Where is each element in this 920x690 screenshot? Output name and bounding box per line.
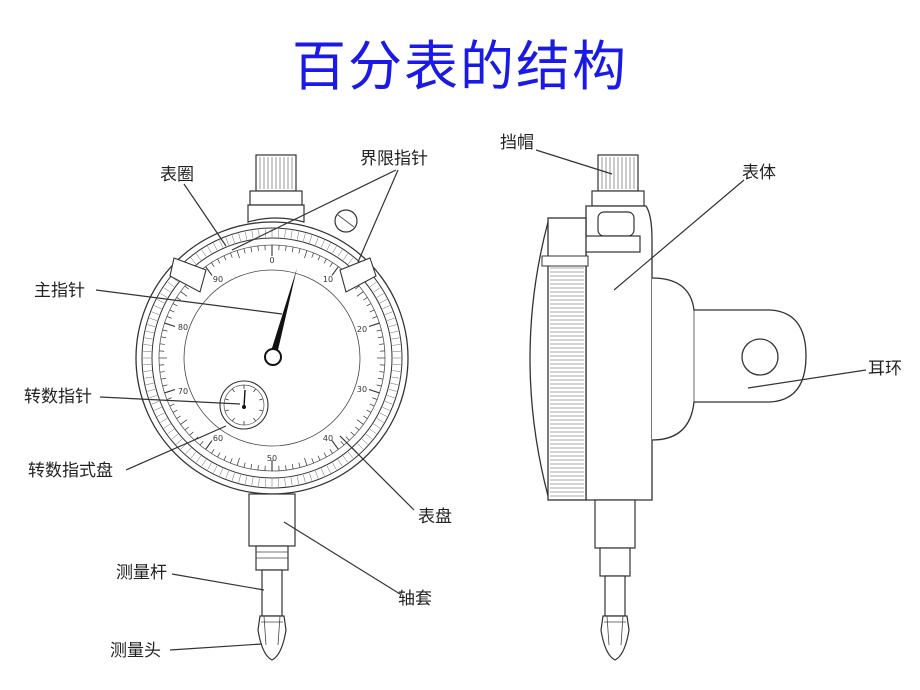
side-view — [529, 154, 807, 661]
label-body: 表体 — [742, 163, 776, 183]
label-dial: 表盘 — [418, 507, 452, 527]
label-lug: 耳环 — [868, 359, 902, 379]
label-bezel: 表圈 — [160, 165, 194, 185]
dial-number-40: 40 — [323, 434, 333, 443]
side-stem — [594, 499, 636, 661]
lug — [651, 277, 807, 441]
limit-knob — [334, 209, 358, 233]
dial-number-50: 50 — [267, 454, 277, 463]
front-view: 0 10 20 30 40 50 60 70 80 90 — [135, 154, 409, 661]
dial-ticks — [159, 245, 385, 471]
dial-number-70: 70 — [178, 387, 188, 396]
side-glass — [529, 221, 549, 497]
dial-number-80: 80 — [178, 323, 188, 332]
limit-pointers — [169, 257, 377, 293]
front-cap — [247, 154, 305, 223]
label-main-pointer: 主指针 — [34, 281, 85, 301]
label-rev-pointer: 转数指针 — [24, 387, 92, 407]
label-limit-pointer: 界限指针 — [360, 149, 428, 169]
page-title: 百分表的结构 — [292, 35, 628, 98]
labels: 表圈 界限指针 主指针 转数指针 转数指式盘 表盘 轴套 测量杆 测量头 挡帽 … — [24, 133, 902, 661]
label-measuring-rod: 测量杆 — [116, 563, 167, 583]
label-measuring-head: 测量头 — [110, 641, 161, 661]
main-pointer — [264, 268, 297, 366]
lug-hole — [741, 338, 779, 376]
bezel-ring — [141, 227, 403, 489]
dial-number-60: 60 — [213, 434, 223, 443]
leader-lines — [95, 149, 867, 651]
revolution-dial — [219, 380, 269, 430]
dial-number-20: 20 — [357, 325, 367, 334]
dial-number-90: 90 — [213, 275, 223, 284]
label-rev-dial: 转数指式盘 — [28, 461, 113, 481]
dial-numbers: 0 10 20 30 40 50 60 70 80 90 — [178, 256, 367, 463]
dial-number-0: 0 — [269, 256, 274, 265]
side-bezel-knurl — [550, 267, 584, 497]
revolution-pointer — [243, 389, 246, 408]
dial-number-30: 30 — [357, 385, 367, 394]
dial-number-10: 10 — [323, 275, 333, 284]
front-stem — [248, 493, 296, 661]
label-spindle-sleeve: 轴套 — [398, 589, 432, 609]
side-cap — [591, 154, 645, 207]
label-cap: 挡帽 — [500, 133, 534, 153]
